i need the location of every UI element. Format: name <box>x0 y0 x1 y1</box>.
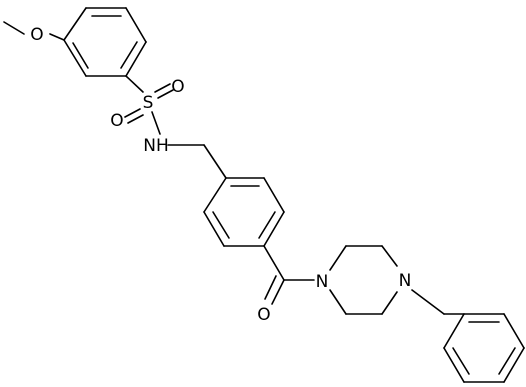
piperazine-ring <box>329 245 398 315</box>
central-phenyl-ring <box>203 177 285 247</box>
bond-ring-sulfur <box>125 75 144 93</box>
bond-ring-carbonyl <box>263 245 285 281</box>
atom-label-sulfonyl-oxygen-2: O <box>110 111 123 131</box>
bond-nitrogen-benzyl-ch2 <box>411 289 445 315</box>
atom-label-sulfur: S <box>143 93 154 113</box>
bond-sulfur-oxygen-1b <box>157 89 174 99</box>
bond-oxygen-ring <box>49 33 65 41</box>
bond-sulfur-oxygen-2a <box>124 108 141 118</box>
bond-methyl-oxygen <box>3 21 25 35</box>
atom-label-sulfonyl-oxygen-1: O <box>171 77 184 97</box>
atom-label-carbonyl-oxygen: O <box>257 305 270 325</box>
benzyl-phenyl-ring <box>443 313 525 383</box>
atom-label-piperazine-n4: N <box>399 271 412 291</box>
bond-sulfur-oxygen-1a <box>154 83 171 93</box>
bond-methylene-ring <box>203 144 227 179</box>
bond-carbonyl-oxygen-a <box>271 279 285 305</box>
atom-label-piperazine-n1: N <box>316 272 329 292</box>
methoxyphenyl-ring <box>63 7 147 77</box>
bond-carbonyl-oxygen-b <box>264 275 277 300</box>
atom-label-nh: NH <box>143 136 169 156</box>
atom-label-methoxy-oxygen: O <box>30 25 43 45</box>
bond-sulfur-oxygen-2b <box>127 114 144 124</box>
bond-sulfur-nitrogen <box>151 111 161 135</box>
